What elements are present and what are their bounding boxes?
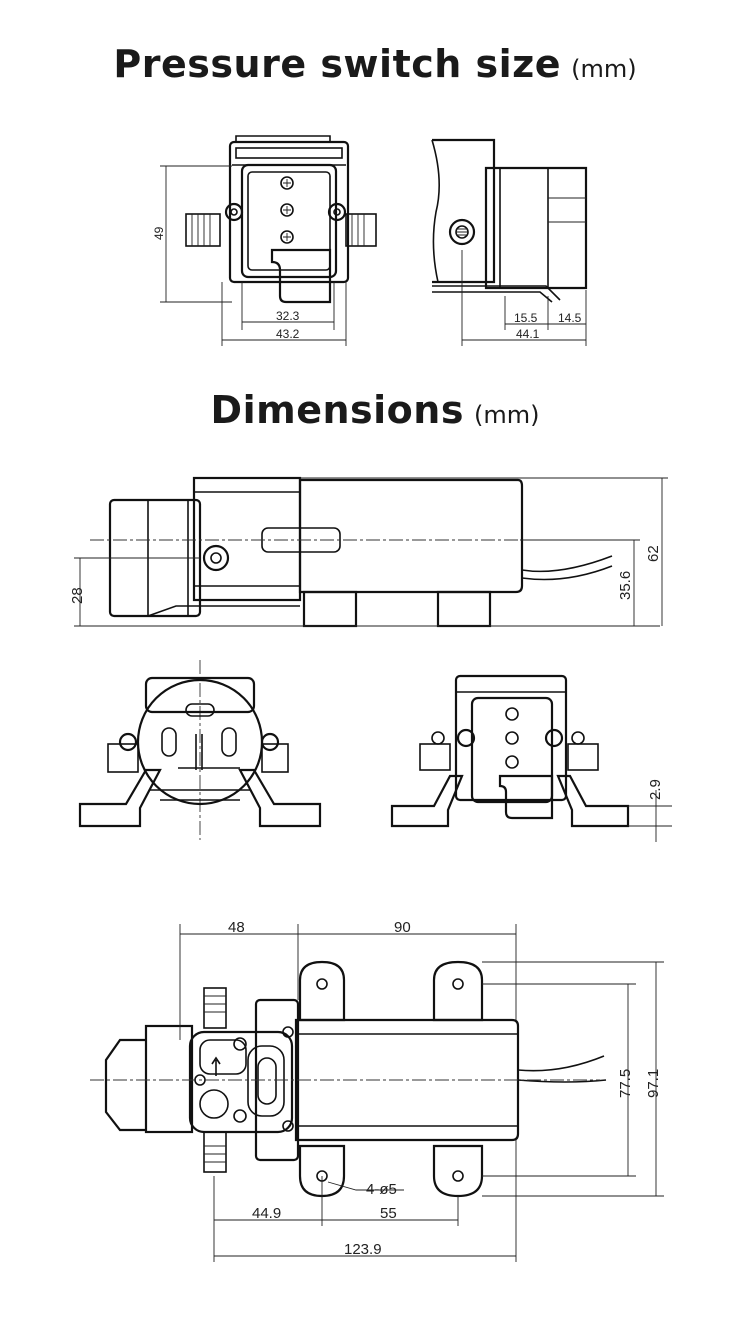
mount-span-label: 77.5 (617, 1069, 634, 1098)
switch-height-label: 49 (152, 226, 166, 240)
motor-length-label: 90 (394, 919, 411, 936)
pump-front-view (78, 660, 322, 840)
pressure-switch-unit: (mm) (571, 55, 637, 83)
switch-depth-total-label: 44.1 (516, 327, 540, 341)
foot-width-label: 97.1 (645, 1069, 662, 1098)
head-length-label: 48 (228, 919, 245, 936)
pump-top-view: 48 90 77.5 97.1 4-ø5 44.9 55 123.9 (90, 919, 664, 1262)
switch-front-view: 49 32.3 43.2 (152, 135, 377, 346)
pressure-switch-title-text: Pressure switch size (113, 42, 562, 86)
switch-side-view: 15.5 14.5 44.1 (431, 138, 588, 346)
total-height-label: 62 (645, 545, 662, 562)
dimensions-title-text: Dimensions (210, 388, 464, 432)
total-length-label: 123.9 (344, 1241, 382, 1258)
axis-to-hole-label: 44.9 (252, 1205, 281, 1222)
switch-depth-b-label: 14.5 (558, 311, 582, 325)
pump-back-view: 2.9 (390, 674, 672, 842)
dimensions-unit: (mm) (473, 401, 540, 429)
motor-axis-label: 35.6 (617, 571, 634, 600)
dimensions-title: Dimensions (mm) (0, 388, 750, 432)
switch-inner-width-label: 32.3 (276, 309, 300, 323)
switch-depth-a-label: 15.5 (514, 311, 538, 325)
holes-label: 4-ø5 (366, 1181, 397, 1198)
foot-thickness-label: 2.9 (647, 779, 664, 800)
pressure-switch-title: Pressure switch size (mm) (0, 42, 750, 86)
hole-span-label: 55 (380, 1205, 397, 1222)
switch-outer-width-label: 43.2 (276, 327, 300, 341)
axis-height-label: 28 (69, 587, 86, 604)
pump-side-view: 28 35.6 62 (69, 476, 668, 628)
